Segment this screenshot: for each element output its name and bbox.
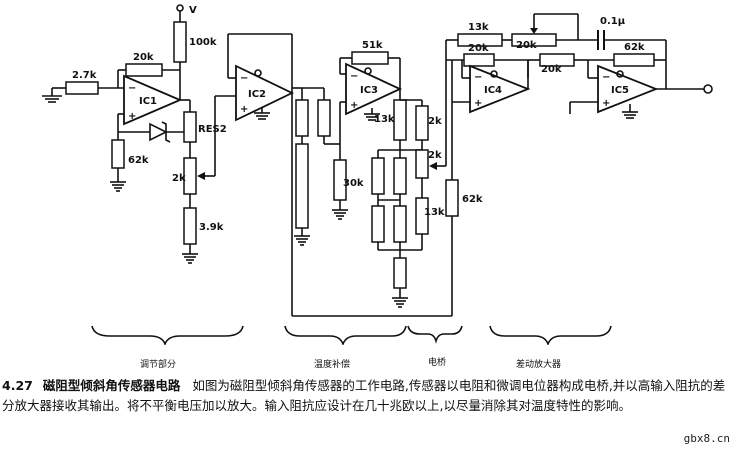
res2-label: RES2: [198, 124, 227, 135]
ic4-label: IC4: [484, 85, 502, 96]
resistor-51k-label: 51k: [362, 40, 383, 51]
svg-text:+: +: [128, 111, 136, 122]
resistor-100k: [173, 21, 187, 63]
op-amp-ic1: [123, 74, 183, 126]
resistor-62k-ic5-label: 62k: [624, 42, 645, 53]
resistor-3-9k-label: 3.9k: [199, 222, 224, 233]
resistor-51k: [351, 51, 389, 65]
diff-amp-section: 13k 20k 20k − + IC4 20k 0.1μ: [446, 13, 713, 119]
svg-text:+: +: [350, 100, 358, 111]
resistor-3-9k: [183, 207, 197, 245]
resistor-62k-ic5: [613, 53, 655, 67]
resistor-bridge-l2: [371, 205, 385, 243]
svg-text:+: +: [602, 98, 610, 109]
resistor-2k-a: [415, 105, 429, 141]
circuit-schematic: V 100k 20k 2.7k − + IC1 62k: [42, 4, 713, 345]
svg-text:+: +: [240, 104, 248, 115]
resistor-13k-lower-label: 13k: [424, 207, 445, 218]
ic2-section: − + IC2: [214, 33, 295, 316]
bridge-section: 13k 2k 2k 13k: [292, 40, 483, 317]
svg-text:+: +: [474, 98, 482, 109]
resistor-2-7k: [65, 81, 99, 95]
section-label-diff-amp: 差动放大器: [516, 360, 562, 370]
svg-text:−: −: [240, 73, 248, 84]
resistor-13k-top-label: 13k: [468, 22, 489, 33]
section-braces: [91, 325, 612, 345]
resistor-ic3-left-b: [295, 143, 309, 229]
resistor-20k-ic4-label: 20k: [468, 43, 489, 54]
resistor-13k-upper-label: 13k: [374, 114, 395, 125]
svg-text:−: −: [602, 72, 610, 83]
resistor-20k-ic5-label: 20k: [541, 64, 562, 75]
resistor-bridge-m2: [393, 205, 407, 243]
resistor-bridge-l1: [371, 157, 385, 195]
resistor-20k-ic1-label: 20k: [133, 52, 154, 63]
section-label-bridge: 电桥: [428, 358, 447, 368]
vplus-terminal: [176, 4, 184, 12]
potentiometer-2k-label: 2k: [172, 173, 186, 184]
potentiometer-2k: [183, 157, 197, 195]
resistor-20k-ic1: [125, 63, 163, 77]
resistor-2k-a-label: 2k: [428, 116, 442, 127]
watermark: gbx8.cn: [683, 432, 730, 445]
resistor-20k-ic4: [463, 53, 495, 67]
brace-temp: [284, 325, 407, 345]
op-amp-ic4: [469, 64, 531, 114]
figure-number: 4.27: [2, 378, 33, 393]
section-label-temp-comp: 温度补偿: [314, 360, 351, 370]
resistor-ic3-mid: [317, 99, 331, 137]
resistor-2-7k-label: 2.7k: [72, 70, 97, 81]
ic1-label: IC1: [139, 96, 157, 107]
op-amp-ic2: [235, 64, 295, 122]
op-amp-ic3: [345, 62, 403, 116]
op-amp-ic5: [597, 64, 659, 114]
figure-caption: 4.27 磁阻型倾斜角传感器电路如图为磁阻型倾斜角传感器的工作电路,传感器以电阻和…: [2, 376, 736, 416]
resistor-13k-upper: [393, 99, 407, 141]
svg-text:−: −: [350, 71, 358, 82]
res2-sensor: [183, 111, 197, 143]
svg-text:−: −: [128, 83, 136, 94]
potentiometer-20k-label: 20k: [516, 40, 537, 51]
ic5-label: IC5: [611, 85, 629, 96]
resistor-ic3-left-a: [295, 99, 309, 137]
ic1-section: V 100k 20k 2.7k − + IC1 62k: [42, 4, 227, 264]
ic2-label: IC2: [248, 89, 266, 100]
brace-diff: [489, 325, 612, 345]
figure-title: 磁阻型倾斜角传感器电路: [42, 378, 181, 393]
svg-text:−: −: [474, 72, 482, 83]
resistor-bridge-bottom: [393, 257, 407, 289]
resistor-bridge-m1: [393, 157, 407, 195]
resistor-2k-b: [415, 149, 429, 179]
vplus-label: V: [189, 5, 197, 16]
brace-bridge: [407, 325, 463, 344]
figure-description: 如图为磁阻型倾斜角传感器的工作电路,传感器以电阻和微调电位器构成电桥,并以高输入…: [2, 378, 726, 413]
resistor-62k-bridge: [445, 179, 459, 217]
capacitor-label: 0.1μ: [600, 16, 626, 27]
resistor-100k-label: 100k: [189, 37, 217, 48]
ic3-label: IC3: [360, 85, 378, 96]
resistor-2k-b-label: 2k: [428, 150, 442, 161]
zener-diode: [149, 122, 168, 142]
ic3-section: 30k 51k − + IC3: [292, 40, 403, 246]
section-label-adjust: 调节部分: [140, 360, 177, 370]
resistor-62k-ic1: [111, 139, 125, 169]
resistor-30k-label: 30k: [343, 178, 364, 189]
brace-adjust: [91, 325, 244, 345]
resistor-62k-ic1-label: 62k: [128, 155, 149, 166]
output-terminal: [703, 84, 713, 94]
resistor-62k-bridge-label: 62k: [462, 194, 483, 205]
